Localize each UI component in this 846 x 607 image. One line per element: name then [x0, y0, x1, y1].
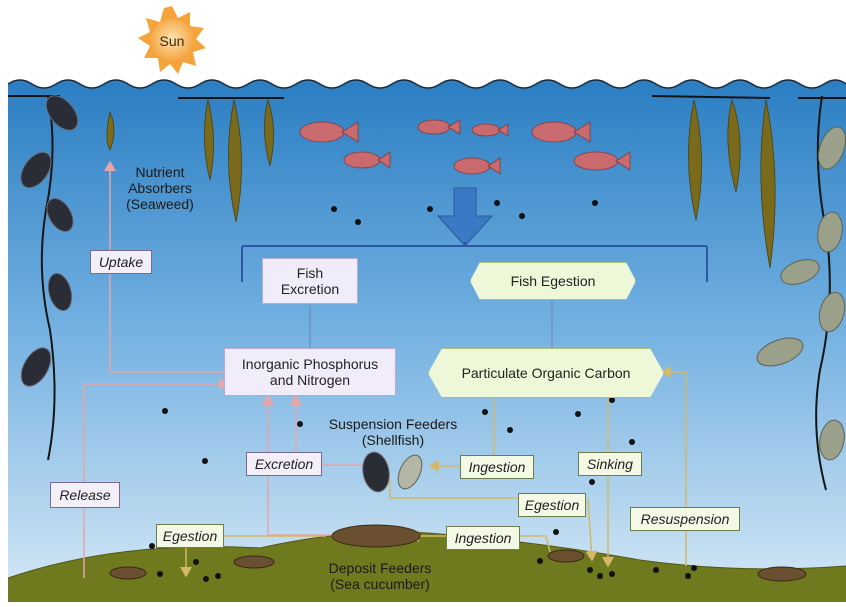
fish-excretion-box: Fish Excretion	[262, 258, 358, 304]
release-label: Release	[50, 482, 120, 508]
uptake-label: Uptake	[90, 250, 152, 274]
suspension-feeders-label: Suspension Feeders (Shellfish)	[318, 412, 468, 452]
egestion-left-label: Egestion	[156, 524, 224, 548]
egestion-right-label: Egestion	[518, 493, 586, 517]
fish-egestion-box: Fish Egestion	[470, 262, 636, 300]
ingestion-lower-label: Ingestion	[446, 526, 520, 550]
deposit-feeders-label: Deposit Feeders (Sea cucumber)	[316, 556, 444, 596]
excretion-label: Excretion	[246, 452, 322, 476]
resuspension-label: Resuspension	[630, 507, 740, 531]
particulate-organic-carbon-box: Particulate Organic Carbon	[428, 348, 664, 398]
water-surface	[8, 80, 846, 88]
sun-label: Sun	[146, 28, 198, 54]
inorganic-nutrients-box: Inorganic Phosphorus and Nitrogen	[224, 348, 396, 396]
nutrient-absorbers-label: Nutrient Absorbers (Seaweed)	[112, 158, 208, 218]
ingestion-upper-label: Ingestion	[460, 455, 534, 479]
sinking-label: Sinking	[578, 452, 642, 476]
